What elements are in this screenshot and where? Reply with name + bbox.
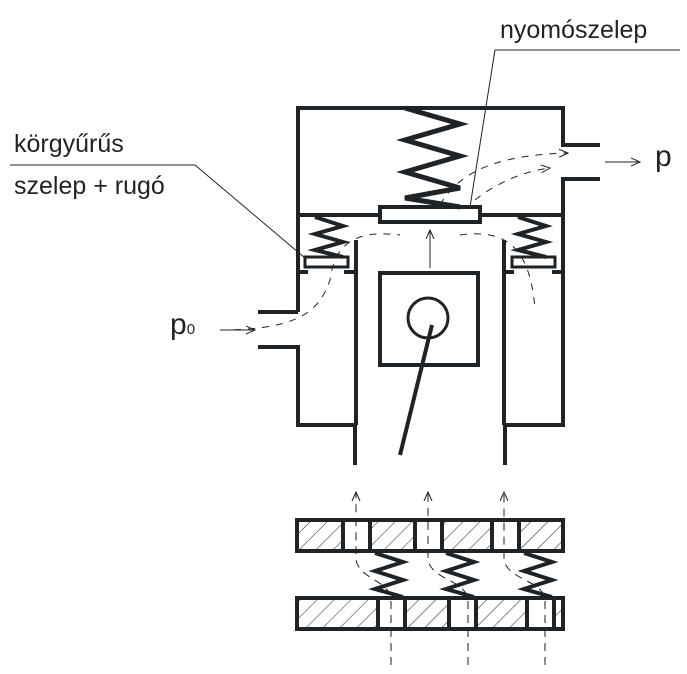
discharge-valve-label: nyomószelep [500,16,648,44]
discharge-valve-plate [378,205,482,224]
ring-spring-right [510,215,554,259]
inlet-pressure-label: p0 [170,308,195,342]
outlet-pressure-label: p [655,140,672,173]
ring-valve-right [510,255,557,269]
cylinder-housing [258,106,600,465]
inlet-pressure-symbol: p [170,308,187,341]
piston [378,271,480,367]
ring-valve-label-line1: körgyűrűs [14,130,124,158]
discharge-valve-spring [396,105,469,210]
ring-spring-left [307,215,351,259]
ring-valve-label-line2: szelep + rugó [14,172,165,200]
connecting-rod [398,324,434,456]
ring-valve-left [303,255,350,269]
flow-lines [219,153,568,331]
leader-lines [10,49,680,259]
plate-valve-detail [295,492,565,665]
inlet-pressure-subscript: 0 [186,321,196,338]
piston-pin [406,296,450,340]
